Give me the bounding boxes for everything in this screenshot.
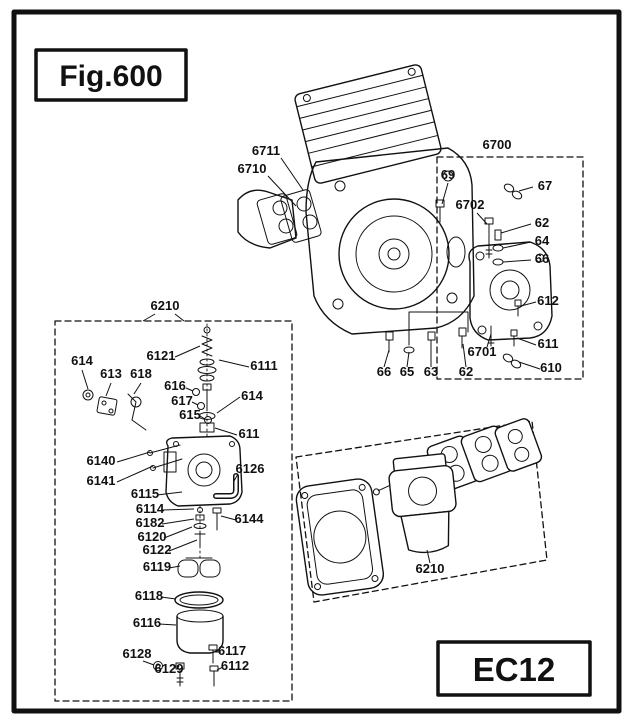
part-number-6116: 6116 — [133, 615, 161, 630]
part-number-611: 611 — [239, 426, 260, 441]
bolt-612-icon — [514, 299, 522, 317]
choke-lever-parts-icon — [82, 389, 147, 431]
part-number-63: 63 — [424, 364, 438, 379]
carburetor-body-icon — [163, 435, 243, 507]
bolt-69-icon — [435, 199, 445, 223]
idle-screw-stack-icon — [197, 323, 217, 439]
pump-housing-icon — [468, 241, 553, 341]
stud-6701-icon — [487, 325, 495, 347]
part-number-6210: 6210 — [416, 561, 445, 576]
crankcase-icon — [305, 147, 475, 335]
part-number-66: 66 — [535, 251, 549, 266]
figure-number-text: Fig.600 — [59, 60, 162, 93]
part-number-66: 66 — [377, 364, 391, 379]
part-number-6700: 6700 — [483, 137, 512, 152]
part-number-6119: 6119 — [143, 559, 171, 574]
part-number-62: 62 — [459, 364, 473, 379]
part-number-6121: 6121 — [147, 348, 176, 363]
part-number-65: 65 — [400, 364, 414, 379]
part-number-6129: 6129 — [155, 661, 184, 676]
part-number-616: 616 — [164, 378, 186, 393]
part-number-62: 62 — [535, 215, 549, 230]
bowl-bolt-icon — [153, 661, 185, 687]
part-number-610: 610 — [540, 360, 562, 375]
float-bowl-icon — [176, 609, 224, 654]
clip-67-icon — [503, 183, 523, 200]
cylinder-head-icon — [294, 64, 442, 184]
part-number-labels: 6711 6710 69 6700 67 6702 62 64 66 612 611 6701 610 6… — [71, 137, 562, 676]
clip-610-icon — [502, 353, 522, 369]
jet-stack-icon — [193, 505, 207, 561]
part-number-6111: 6111 — [250, 358, 278, 373]
part-number-6182: 6182 — [136, 515, 165, 530]
part-number-6144: 6144 — [235, 511, 265, 526]
model-code-box: EC12 — [436, 640, 592, 697]
part-number-614: 614 — [241, 388, 263, 403]
part-number-67: 67 — [538, 178, 552, 193]
part-number-6711: 6711 — [252, 143, 280, 158]
part-number-6126: 6126 — [236, 461, 265, 476]
part-number-69: 69 — [441, 167, 455, 182]
drain-screw-icon — [212, 507, 222, 531]
part-number-6117: 6117 — [218, 643, 246, 658]
part-number-6701: 6701 — [468, 344, 497, 359]
bowl-gasket-icon — [174, 591, 224, 609]
carburetor-parts-group — [54, 320, 293, 702]
page-border — [11, 9, 622, 714]
assembled-carburetor-group — [295, 418, 548, 603]
part-number-6118: 6118 — [135, 588, 163, 603]
part-number-6112: 6112 — [221, 658, 249, 673]
bolt-611-icon — [510, 329, 518, 347]
part-number-612: 612 — [537, 293, 559, 308]
part-number-618: 618 — [130, 366, 152, 381]
model-code-text: EC12 — [473, 651, 556, 688]
part-number-64: 64 — [535, 233, 550, 248]
part-number-614: 614 — [71, 353, 93, 368]
engine-assembly-drawing — [237, 64, 475, 354]
part-number-6114: 6114 — [136, 501, 165, 516]
part-number-6120: 6120 — [138, 529, 167, 544]
bolt-6702-icon — [484, 217, 494, 259]
air-cleaner-gasket-icon — [295, 478, 385, 596]
part-number-615: 615 — [179, 407, 201, 422]
small-screws-icon — [192, 388, 212, 424]
part-number-611: 611 — [538, 336, 559, 351]
figure-number-box: Fig.600 — [34, 48, 188, 102]
group-6210-dashed-box — [54, 320, 293, 702]
bottom-bolts-icon — [385, 311, 469, 354]
leader-lines — [81, 157, 541, 671]
part-number-6210: 6210 — [151, 298, 180, 313]
hardware-62-64-66-icon — [492, 229, 504, 266]
part-number-6140: 6140 — [87, 453, 116, 468]
assembled-carb-dashed-box — [295, 420, 548, 603]
part-number-613: 613 — [100, 366, 122, 381]
elbow-pipe-icon — [213, 473, 239, 499]
intake-gaskets-icon — [237, 189, 322, 249]
part-number-6710: 6710 — [238, 161, 267, 176]
part-number-6128: 6128 — [123, 646, 152, 661]
group-6700-dashed-box — [436, 156, 584, 380]
part-number-6702: 6702 — [456, 197, 485, 212]
bottom-screws-icon — [208, 644, 219, 687]
flange-plates-icon — [426, 418, 543, 493]
part-number-6122: 6122 — [143, 542, 172, 557]
assembled-carb-icon — [372, 453, 457, 554]
float-icon — [177, 557, 221, 578]
part-number-6115: 6115 — [131, 486, 159, 501]
part-number-617: 617 — [171, 393, 193, 408]
part-number-6141: 6141 — [87, 473, 116, 488]
pump-cover-group — [436, 156, 584, 380]
